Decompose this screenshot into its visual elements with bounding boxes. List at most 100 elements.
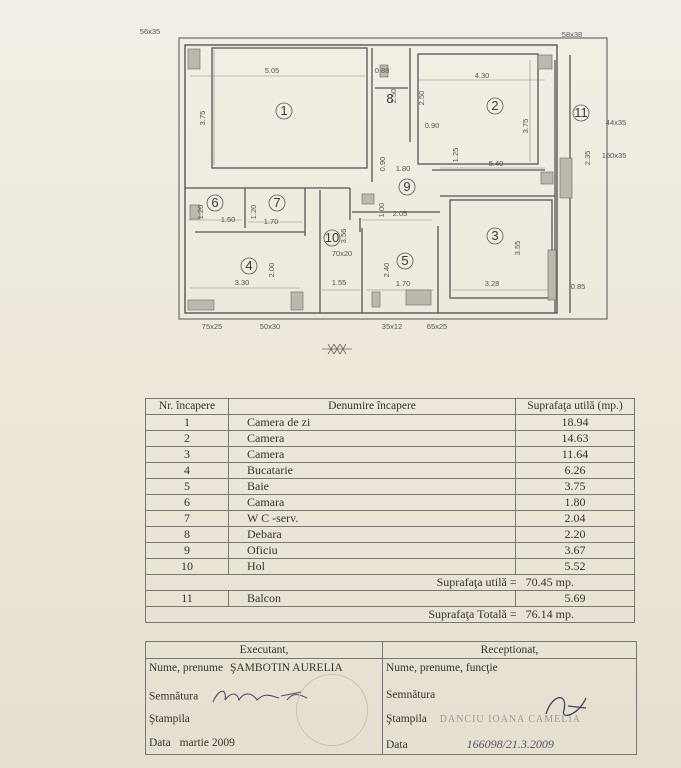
executant-signature-label: Semnătura [149,690,199,703]
useful-area-label: Suprafaţa utilă = [436,574,517,589]
executant-stamp-row: Ştampila [149,712,190,726]
dimension-label: 3.30 [235,278,250,287]
executant-name-row: Nume, prenume ŞAMBOTIN AURELIA [149,661,343,675]
rooms-table: Nr. încapere Denumire încapere Suprafaţa… [145,398,635,623]
room-nr: 1 [145,413,229,431]
dimension-label: 5.05 [265,66,280,75]
header-name: Denumire încapere [228,398,516,415]
room-area: 14.63 [515,429,635,447]
balcony-name: Balcon [228,589,516,607]
dimension-label: 1.70 [396,279,411,288]
dimension-label: 1.20 [196,205,205,220]
dimension-label: 0.90 [425,121,440,130]
dimension-label: 2.35 [583,151,592,166]
executant-name-label: Nume, prenume [149,662,224,674]
room-area: 3.67 [515,541,635,559]
dimension-label: 0.90 [378,157,387,172]
dimension-label: 1.20 [249,205,258,220]
opening-label: 160x35 [602,151,627,160]
room-area: 6.26 [515,461,635,479]
dimension-label: 3.28 [485,279,500,288]
total-area-value: 76.14 mp. [525,606,574,621]
dimension-label: 0.88 [375,66,390,75]
executant-column: Nume, prenume ŞAMBOTIN AURELIA Semnătura… [146,658,383,754]
dimension-label: 1.70 [264,217,279,226]
room-name: Baie [228,477,516,495]
room-area: 2.04 [515,509,635,527]
room-area: 1.80 [515,493,635,511]
outer-walls [184,44,558,314]
room-6-number: 6 [211,195,218,210]
balcony-nr: 11 [145,589,229,607]
opening-label: 65x25 [427,322,447,331]
room-11-number: 11 [574,105,588,120]
room-5-number: 5 [401,253,408,268]
receptionat-column: Nume, prenume, funcţie Semnătura Ştampil… [383,658,636,754]
room-area: 5.52 [515,557,635,575]
room-name: Oficiu [228,541,516,559]
balcony-area: 5.69 [515,589,635,607]
receptionat-name-label: Nume, prenume, funcţie [386,662,498,674]
room-nr: 6 [145,493,229,511]
room-3-number: 3 [491,228,498,243]
room-7-number: 7 [273,195,280,210]
room-name: Camera [228,429,516,447]
fixtures [187,48,573,311]
room-nr: 7 [145,509,229,527]
header-area: Suprafaţa utilă (mp.) [515,398,635,415]
executant-signature-row: Semnătura [149,686,319,703]
signature-block: Executant, Receptionat, Nume, prenume ŞA… [145,641,637,755]
dimension-label: 2.50 [417,91,426,106]
room-name: W C -serv. [228,509,516,527]
useful-area-value: 70.45 mp. [525,574,574,589]
receptionat-stamp-row: Ştampila DANCIU IOANA CAMELIA [386,712,581,726]
room-area: 18.94 [515,413,635,431]
hatch-ornament [322,343,352,355]
receptionat-date-value: 166098/21.3.2009 [466,737,554,751]
executant-date-row: Data martie 2009 [149,736,235,750]
receptionat-stamp-label: Ştampila [386,713,427,725]
room-name: Debara [228,525,516,543]
room-10-number: 10 [325,230,339,245]
room-2-number: 2 [491,98,498,113]
room-nr: 2 [145,429,229,447]
dimension-label: 2.00 [267,263,276,278]
dimension-label: 5.40 [489,159,504,168]
room-name: Camara [228,493,516,511]
opening-label: 50x30 [260,322,280,331]
total-area-row: Suprafaţa Totală = 76.14 mp. [145,605,635,623]
dimension-label: 1.50 [221,215,236,224]
dimension-label: 3.56 [339,229,348,244]
opening-label: 44x35 [606,118,626,127]
opening-label: 75x25 [202,322,222,331]
opening-label: 35x12 [382,322,402,331]
room-nr: 4 [145,461,229,479]
executant-stamp-circle [296,674,368,746]
dimension-label: 0.85 [571,282,586,291]
room-name: Hol [228,557,516,575]
opening-label: 56x35 [140,27,160,36]
room-nr: 8 [145,525,229,543]
room-8-number: 8 [386,91,393,106]
dimension-label: 3.75 [521,119,530,134]
room-area: 11.64 [515,445,635,463]
total-area-label: Suprafaţa Totală = [428,606,517,621]
dimension-label: 2.40 [382,263,391,278]
executant-stamp-label: Ştampila [149,713,190,725]
official-stamp-text: DANCIU IOANA CAMELIA [439,714,581,725]
room-name: Camera [228,445,516,463]
receptionat-date-row: Data 166098/21.3.2009 [386,737,554,751]
executant-name-value: ŞAMBOTIN AURELIA [229,662,343,674]
dimension-label: 3.55 [513,241,522,256]
dimension-label: 2.05 [393,209,408,218]
receptionat-signature-label: Semnătura [386,689,436,701]
